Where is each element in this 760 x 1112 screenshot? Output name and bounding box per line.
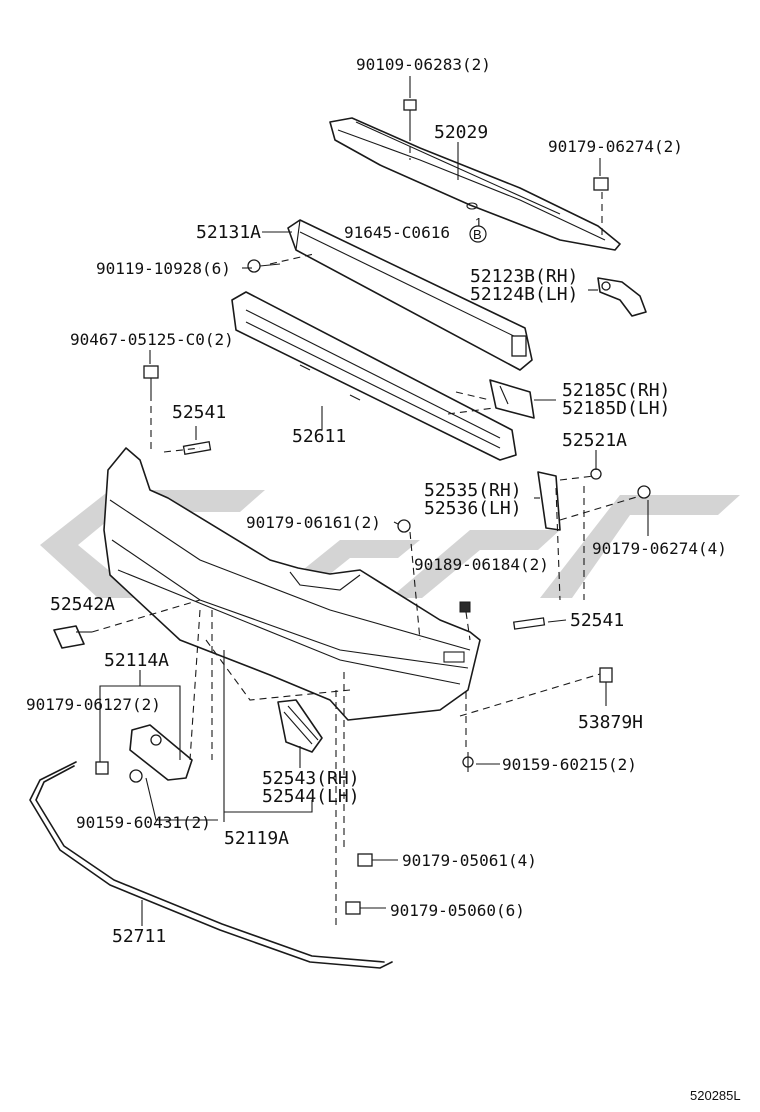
side-retainer-52185 — [489, 379, 535, 419]
bumper-cover — [103, 447, 481, 721]
label-52541-lower: 52541 — [570, 610, 624, 631]
lower-grille-52114A — [129, 724, 193, 781]
label-90467-05125: 90467-05125-C0(2) — [70, 330, 234, 349]
label-52185D-LH: 52185D(LH) — [562, 398, 670, 419]
label-52541-upper: 52541 — [172, 402, 226, 423]
label-52535-RH: 52535(RH) — [424, 480, 522, 501]
label-52543-RH: 52543(RH) — [262, 768, 360, 789]
label-90179-06274-4: 90179-06274(4) — [592, 539, 727, 558]
label-52521A: 52521A — [562, 430, 627, 451]
label-90179-05061: 90179-05061(4) — [402, 851, 537, 870]
lower-grille-52543 — [277, 699, 323, 753]
front-spoiler-52711 — [29, 761, 393, 969]
label-90179-05060: 90179-05060(6) — [390, 901, 525, 920]
diagram-code: 520285L — [690, 1088, 741, 1103]
bumper-energy-absorber-52611 — [231, 291, 517, 461]
label-52119A: 52119A — [224, 828, 289, 849]
callout-ref-number: 1 — [475, 215, 482, 230]
callout-badge-letter: B — [473, 227, 482, 242]
label-52185C-RH: 52185C(RH) — [562, 380, 670, 401]
label-52114A: 52114A — [104, 650, 169, 671]
label-90119-10928: 90119-10928(6) — [96, 259, 231, 278]
label-52611: 52611 — [292, 426, 346, 447]
label-91645-C0616: 91645-C0616 — [344, 223, 450, 242]
label-52542A: 52542A — [50, 594, 115, 615]
label-90159-60431: 90159-60431(2) — [76, 813, 211, 832]
fastener-hardware — [53, 99, 651, 915]
bumper-absorber-52131A — [287, 219, 533, 371]
assembly-dashed-lines — [91, 134, 641, 930]
part-labels: 90109-06283(2) 52029 90179-06274(2) 5213… — [26, 55, 727, 947]
label-52124B-LH: 52124B(LH) — [470, 284, 578, 305]
callout-badge-circle — [469, 225, 487, 243]
label-52536-LH: 52536(LH) — [424, 498, 522, 519]
label-90159-60215: 90159-60215(2) — [502, 755, 637, 774]
retainer-bracket-52535 — [537, 471, 561, 531]
label-90179-06127: 90179-06127(2) — [26, 695, 161, 714]
label-90109-06283: 90109-06283(2) — [356, 55, 491, 74]
label-52029: 52029 — [434, 122, 488, 143]
label-53879H: 53879H — [578, 712, 643, 733]
leader-lines — [76, 76, 649, 926]
label-90179-06274-2: 90179-06274(2) — [548, 137, 683, 156]
label-52711: 52711 — [112, 926, 166, 947]
label-52544-LH: 52544(LH) — [262, 786, 360, 807]
label-52123B-RH: 52123B(RH) — [470, 266, 578, 287]
label-90179-06161: 90179-06161(2) — [246, 513, 381, 532]
bumper-arm-bracket — [597, 277, 647, 317]
label-90189-06184: 90189-06184(2) — [414, 555, 549, 574]
label-52131A: 52131A — [196, 222, 261, 243]
bumper-reinforcement-52029 — [329, 117, 621, 251]
